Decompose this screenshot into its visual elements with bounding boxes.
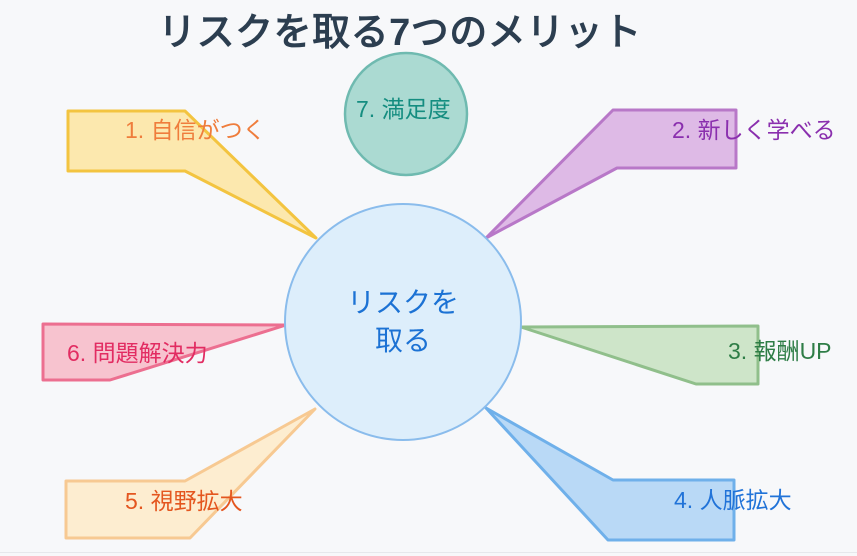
callout-4-label: 4. 人脈拡大 (674, 487, 792, 513)
bottom-divider-line (0, 552, 857, 553)
callout-5-shape (64, 407, 317, 540)
callout-4-shape (484, 406, 736, 542)
callout-1-shape (66, 109, 318, 240)
page-title: リスクを取る7つのメリット (158, 12, 642, 54)
callout-6-label: 6. 問題解決力 (67, 340, 208, 366)
center-circle-label: リスクを 取る (303, 284, 503, 360)
callout-1-label: 1. 自信がつく (125, 117, 266, 143)
callout-2-label: 2. 新しく学べる (672, 117, 836, 143)
center-circle (284, 203, 522, 441)
callout-3-shape (519, 324, 760, 386)
callout-5-label: 5. 視野拡大 (125, 488, 243, 514)
center-label-line2: 取る (374, 325, 431, 356)
callout-6-shape (41, 322, 288, 382)
callout-2-shape (484, 108, 738, 240)
callout-3-label: 3. 報酬UP (728, 338, 832, 364)
center-label-line1: リスクを (346, 287, 459, 318)
callout-7-circle (343, 51, 469, 177)
callout-7-label: 7. 満足度 (356, 96, 451, 122)
